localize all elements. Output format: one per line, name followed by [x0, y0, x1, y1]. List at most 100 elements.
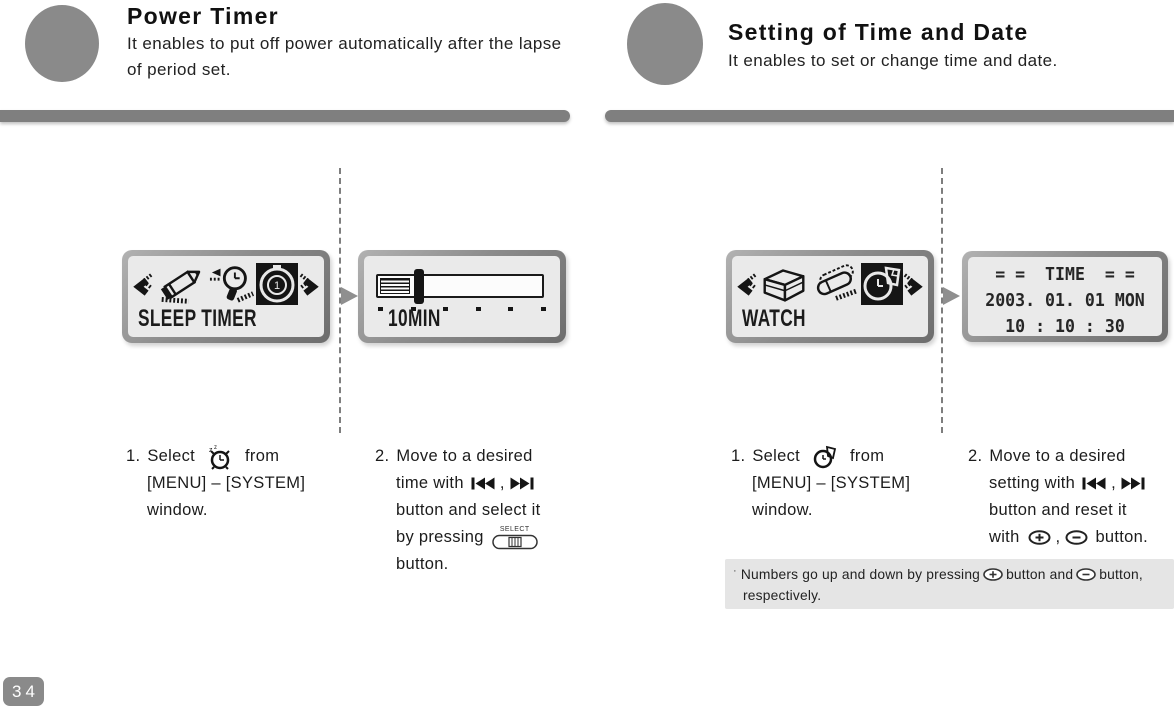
lcd-screen-timer-value: 10MIN [358, 250, 566, 343]
timer-slider-track [376, 269, 544, 304]
time-screen-date: 2003. 01. 01 MON [985, 290, 1145, 311]
timer-slider-ticks [378, 307, 546, 311]
step-text: window. [752, 501, 813, 519]
tick-mark [475, 307, 481, 311]
section-divider-bar [605, 110, 1174, 122]
screen-label: 10MIN [388, 305, 441, 332]
chevron-left-icon [133, 273, 153, 296]
watch-icon-selected [861, 263, 903, 305]
section-title-time-date: Setting of Time and Date [728, 19, 1029, 45]
step-text: button and reset it [989, 501, 1127, 519]
select-button-icon: SELECT [491, 525, 538, 550]
minus-button-icon [1076, 568, 1097, 581]
timer-slider-fill [380, 278, 410, 294]
prev-button-icon [471, 477, 495, 490]
step-text: button. [396, 555, 449, 573]
step-1-power-timer: 1. Select z z from [MENU] – [SYSTEM] win… [126, 443, 336, 524]
cube-icon [763, 269, 805, 302]
step-text: , [1055, 528, 1061, 546]
lcd-screen-watch-menu: WATCH [726, 250, 934, 343]
chevron-right-icon [903, 273, 923, 296]
step-text: Move to a desired [396, 447, 533, 465]
note-text: respectively. [743, 588, 822, 603]
sleep-timer-mini-icon: z z [209, 445, 230, 470]
tick-mark [443, 307, 449, 311]
step-text: window. [147, 501, 208, 519]
step-text: Select [147, 447, 196, 465]
section-divider-bar [0, 110, 570, 122]
chevron-right-icon [299, 273, 319, 296]
plus-button-icon [983, 568, 1003, 581]
watch-icon [863, 266, 901, 301]
step-number: 2. [968, 447, 983, 465]
menu-icon-row: 1 [133, 261, 319, 307]
step-1-time-date: 1. Select from [MENU] – [SYSTEM] window. [731, 443, 941, 524]
step-text: setting with [989, 474, 1076, 492]
svg-text:z: z [209, 447, 213, 454]
lcd-screen-time-display: = = TIME = = 2003. 01. 01 MON 10 : 10 : … [962, 251, 1168, 342]
step-text: , [499, 474, 505, 492]
plus-button-icon [1028, 530, 1051, 545]
step-text: by pressing [396, 528, 484, 546]
step-text: with [989, 528, 1020, 546]
svg-text:z: z [214, 445, 217, 451]
time-screen-clock: 10 : 10 : 30 [1005, 316, 1125, 336]
screen-label: WATCH [742, 305, 806, 332]
arrow-right-icon [943, 287, 960, 305]
step-number: 1. [126, 447, 141, 465]
step-text: time with [396, 474, 464, 492]
tick-mark [540, 307, 546, 311]
note-box: · Numbers go up and down by pressing but… [725, 559, 1174, 609]
minus-button-icon [1065, 530, 1088, 545]
time-screen-header: = = TIME = = [995, 264, 1135, 285]
section-description: It enables to set or change time and dat… [728, 51, 1058, 70]
select-button-label: SELECT [499, 525, 530, 533]
note-text: button and [1006, 567, 1074, 582]
section-bullet-circle [25, 5, 99, 82]
next-button-icon [510, 477, 534, 490]
svg-text:1: 1 [274, 280, 280, 292]
step-text: from [850, 447, 885, 465]
watch-mini-icon [813, 445, 837, 468]
lcd-display: 1 SLEEP TIMER [128, 256, 324, 337]
dashed-separator [941, 168, 943, 433]
lcd-screen-sleep-timer-menu: 1 SLEEP TIMER [122, 250, 330, 343]
chevron-left-icon [737, 273, 757, 296]
step-text: Select [752, 447, 801, 465]
page-number-badge: 34 [3, 677, 44, 706]
tick-mark [378, 307, 383, 311]
step-text: button and select it [396, 501, 541, 519]
lcd-display: = = TIME = = 2003. 01. 01 MON 10 : 10 : … [968, 257, 1162, 336]
screen-label: SLEEP TIMER [138, 305, 257, 332]
note-bullet: · [733, 565, 737, 577]
sleep-timer-icon: 1 [259, 265, 295, 303]
step-text: button. [1095, 528, 1148, 546]
magnifier-icon [209, 266, 255, 303]
eraser-icon [816, 264, 858, 301]
step-text: from [245, 447, 280, 465]
lcd-display: WATCH [732, 256, 928, 337]
dashed-separator [339, 168, 341, 433]
tick-mark [410, 307, 416, 311]
step-number: 2. [375, 447, 390, 465]
note-text: button, [1099, 567, 1143, 582]
note-text: Numbers go up and down by pressing [740, 567, 981, 582]
step-2-time-date: 2. Move to a desired setting with , butt… [968, 443, 1174, 551]
step-text: Move to a desired [989, 447, 1126, 465]
step-text: [MENU] – [SYSTEM] [147, 474, 306, 492]
timer-slider-handle [414, 269, 424, 304]
section-description: It enables to put off power automaticall… [127, 34, 562, 79]
pencil-icon [160, 270, 201, 304]
step-2-power-timer: 2. Move to a desired time with , button … [375, 443, 585, 578]
menu-icon-row [737, 261, 923, 307]
sleep-timer-icon-selected: 1 [256, 263, 298, 305]
select-button-pill [491, 534, 538, 549]
step-text: [MENU] – [SYSTEM] [752, 474, 911, 492]
step-text: , [1111, 474, 1117, 492]
step-number: 1. [731, 447, 746, 465]
lcd-display: 10MIN [364, 256, 560, 337]
next-button-icon [1121, 477, 1145, 490]
section-bullet-circle [627, 3, 703, 85]
prev-button-icon [1082, 477, 1106, 490]
